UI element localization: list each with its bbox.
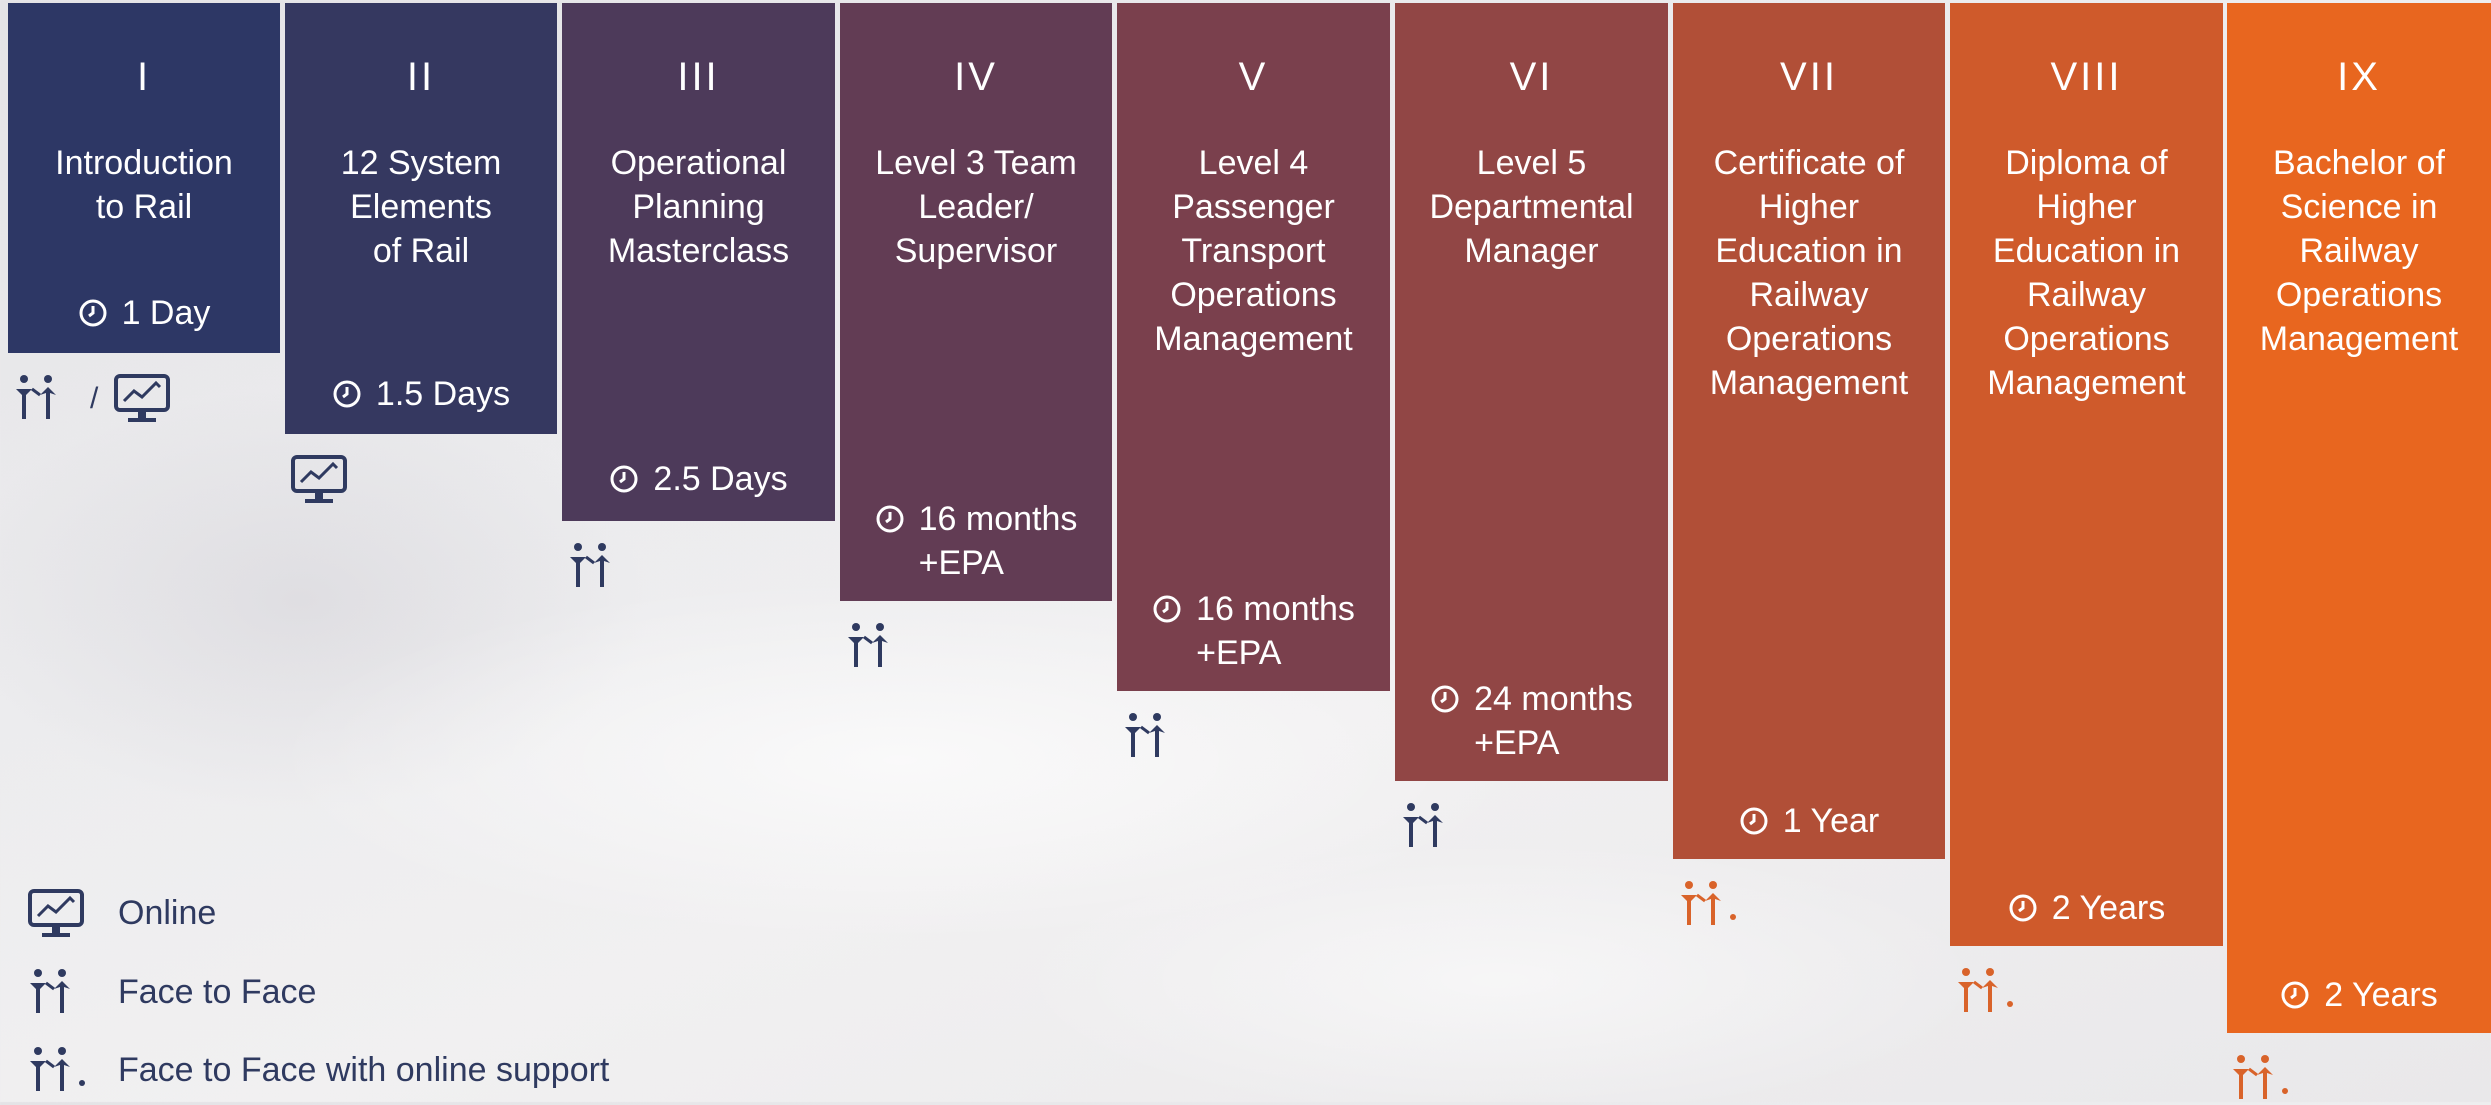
stage-card: VII Certificate of Higher Education in Ra… (1673, 3, 1945, 859)
stage-duration: 24 months +EPA (1395, 677, 1668, 765)
slash-separator: / (90, 382, 99, 415)
stage-title: Level 3 Team Leader/ Supervisor (875, 144, 1077, 270)
face-to-face-icon (26, 967, 86, 1017)
clock-icon (333, 380, 361, 408)
delivery-mode (566, 541, 630, 593)
stage-i: I Introduction to Rail 1 Day / (8, 3, 280, 1102)
delivery-mode (1399, 801, 1463, 853)
stage-card: VI Level 5 Departmental Manager 24 months … (1395, 3, 1668, 781)
stage-duration-text: 1.5 Days (375, 375, 511, 413)
stage-title: Operational Planning Masterclass (607, 144, 790, 270)
stage-duration: 2 Years (2227, 973, 2491, 1017)
face-to-face-online-support-icon (1954, 966, 2018, 1018)
stage-vii: VII Certificate of Higher Education in Ra… (1673, 3, 1945, 1102)
clock-icon (79, 299, 107, 327)
clock-icon (1740, 807, 1768, 835)
stage-duration-text: 16 months +EPA (918, 500, 1078, 582)
stage-numeral: VI (1509, 55, 1554, 99)
stage-card: II 12 System Elements of Rail 1.5 Days (285, 3, 557, 434)
online-icon (289, 454, 351, 506)
stage-title: Level 4 Passenger Transport Operations M… (1154, 144, 1353, 358)
stage-vi: VI Level 5 Departmental Manager 24 months … (1395, 3, 1668, 1102)
stage-duration-text: 16 months +EPA (1196, 590, 1355, 672)
face-to-face-icon (1121, 711, 1185, 763)
stage-title: Level 5 Departmental Manager (1429, 144, 1634, 270)
stage-numeral: II (406, 55, 436, 99)
clock-icon (876, 505, 904, 533)
legend-row-face-to-face: Face to Face (26, 967, 826, 1017)
delivery-mode (289, 454, 351, 506)
clock-icon (610, 465, 638, 493)
stage-duration: 2 Years (1950, 886, 2223, 930)
stage-duration-text: 2.5 Days (653, 460, 788, 498)
stage-duration: 1.5 Days (285, 372, 557, 416)
face-to-face-online-support-icon (26, 1045, 86, 1095)
delivery-mode (1677, 879, 1741, 931)
stage-iii: III Operational Planning Masterclass 2.5 D… (562, 3, 835, 1102)
delivery-mode (844, 621, 908, 673)
delivery-mode (2229, 1053, 2293, 1105)
stage-card: V Level 4 Passenger Transport Operations … (1117, 3, 1390, 691)
stage-duration-text: 2 Years (2324, 976, 2438, 1014)
legend-label-online: Online (118, 893, 217, 932)
legend-label-face-to-face: Face to Face (118, 972, 317, 1011)
stage-card: VIII Diploma of Higher Education in Railw… (1950, 3, 2223, 946)
face-to-face-icon (1399, 801, 1463, 853)
stage-duration: 16 months +EPA (1117, 587, 1390, 675)
stage-card: I Introduction to Rail 1 Day (8, 3, 280, 353)
stage-card: IV Level 3 Team Leader/ Supervisor 16 mont… (840, 3, 1112, 601)
stage-numeral: VII (1780, 55, 1838, 99)
stage-numeral: IV (954, 55, 998, 99)
stage-ii: II 12 System Elements of Rail 1.5 Days (285, 3, 557, 1102)
stage-title: Bachelor of Science in Railway Operation… (2259, 144, 2459, 358)
legend-row-face-to-face-online: Face to Face with online support (26, 1045, 826, 1095)
stage-title: Introduction to Rail (55, 144, 233, 226)
stage-viii: VIII Diploma of Higher Education in Railw… (1950, 3, 2223, 1102)
stage-card: III Operational Planning Masterclass 2.5 D… (562, 3, 835, 521)
stage-iv: IV Level 3 Team Leader/ Supervisor 16 mont… (840, 3, 1112, 1102)
stage-ix: IX Bachelor of Science in Railway Operati… (2227, 3, 2491, 1102)
stage-title: 12 System Elements of Rail (340, 144, 502, 270)
delivery-mode (1121, 711, 1185, 763)
stage-duration: 2.5 Days (562, 457, 835, 501)
face-to-face-online-support-icon (2229, 1053, 2293, 1105)
stage-duration: 16 months +EPA (840, 497, 1112, 585)
stage-title: Diploma of Higher Education in Railway O… (1987, 144, 2186, 402)
stage-duration: 1 Year (1673, 799, 1945, 843)
stage-duration-text: 1 Year (1782, 802, 1880, 840)
stage-numeral: V (1238, 55, 1269, 99)
stage-duration-text: 1 Day (121, 294, 211, 332)
online-icon (26, 888, 86, 938)
stage-numeral: I (136, 55, 152, 99)
clock-icon (1153, 595, 1181, 623)
stage-duration: 1 Day (8, 291, 280, 335)
delivery-mode (1954, 966, 2018, 1018)
clock-icon (2009, 894, 2037, 922)
stage-numeral: IX (2337, 55, 2381, 99)
clock-icon (2281, 981, 2309, 1009)
stage-duration-text: 24 months +EPA (1474, 680, 1633, 762)
legend-row-online: Online (26, 888, 826, 938)
stage-card: IX Bachelor of Science in Railway Operati… (2227, 3, 2491, 1033)
stage-title: Certificate of Higher Education in Railw… (1709, 144, 1909, 402)
online-icon (112, 373, 174, 425)
face-to-face-icon (12, 373, 76, 425)
clock-icon (1431, 685, 1459, 713)
stage-v: V Level 4 Passenger Transport Operations … (1117, 3, 1390, 1102)
stage-numeral: VIII (2050, 55, 2123, 99)
delivery-mode: / (12, 373, 174, 425)
face-to-face-icon (566, 541, 630, 593)
stage-duration-text: 2 Years (2051, 889, 2166, 927)
legend-label-face-to-face-online: Face to Face with online support (118, 1050, 610, 1089)
face-to-face-icon (844, 621, 908, 673)
stage-numeral: III (677, 55, 720, 99)
face-to-face-online-support-icon (1677, 879, 1741, 931)
